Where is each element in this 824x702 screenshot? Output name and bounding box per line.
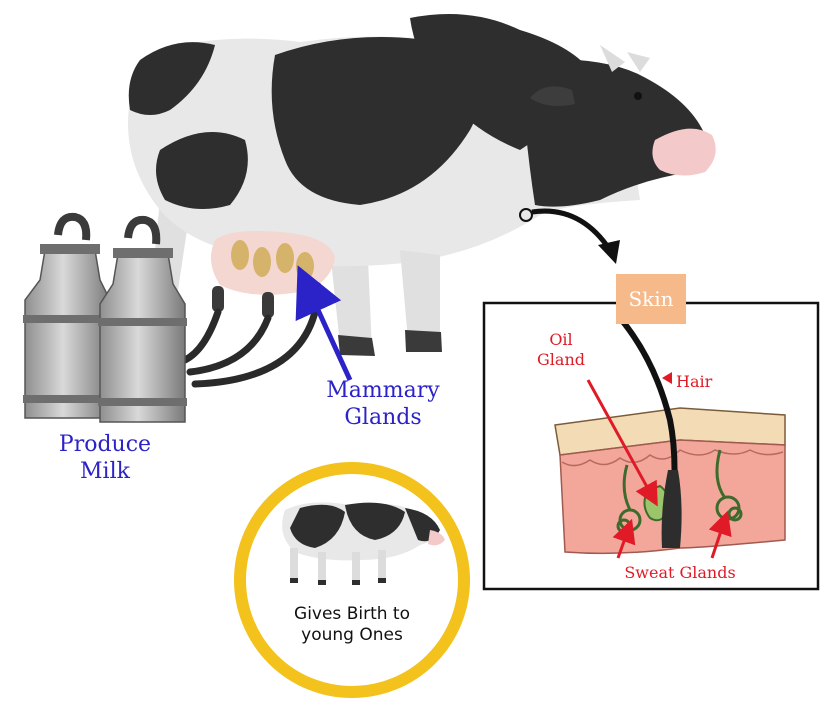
skin-callout-arrowhead: [598, 240, 620, 264]
produce-milk-label: Produce Milk: [58, 432, 152, 484]
oil-gland-label: Oil Gland: [537, 330, 585, 369]
cow-illustration: [128, 14, 716, 388]
hair-pointer: [662, 372, 672, 384]
mammary-glands-label: Mammary Glands: [326, 378, 440, 430]
sweat-glands-label: Sweat Glands: [624, 563, 736, 582]
skin-callout-arrow: [531, 208, 613, 252]
skin-point-marker: [519, 208, 533, 222]
small-cow-illustration: [282, 502, 445, 585]
mammary-glands-arrow: [295, 265, 353, 382]
skin-label: Skin: [616, 274, 686, 324]
sweat-gland-arrow-right: [708, 510, 732, 559]
hair-label: Hair: [676, 372, 713, 391]
milk-cans-illustration: [23, 212, 187, 423]
gives-birth-label: Gives Birth to young Ones: [294, 604, 410, 645]
oil-gland-arrow: [586, 379, 658, 507]
sweat-gland-arrow-left: [612, 518, 636, 559]
